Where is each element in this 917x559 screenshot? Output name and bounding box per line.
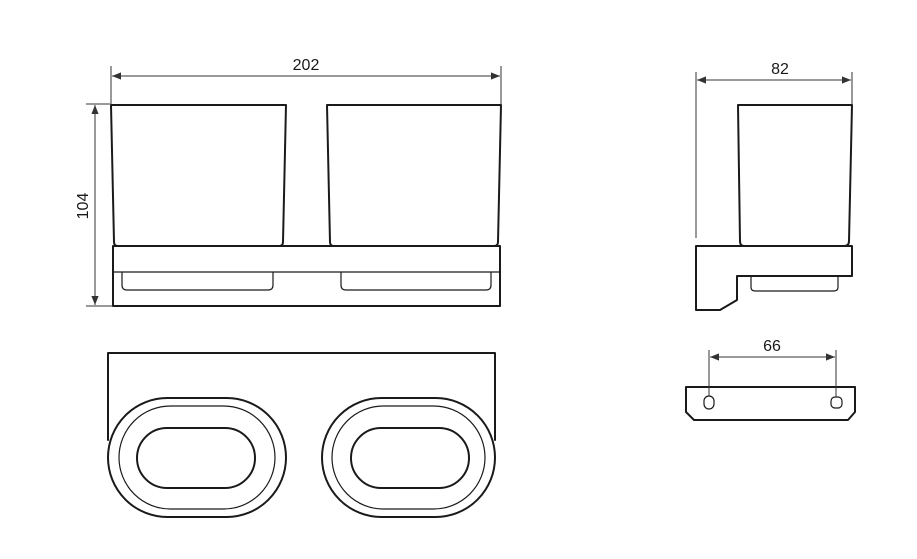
width-dimension: 202: [110, 57, 502, 104]
left-mounting-slot: [703, 395, 715, 410]
back-plate-view: [685, 386, 856, 421]
front-view: [110, 104, 502, 307]
side-cup-recess: [750, 276, 839, 292]
left-ring-inner: [118, 405, 276, 510]
mount-spacing-label: 66: [763, 338, 781, 355]
mount-spacing-dimension: 66: [708, 338, 837, 397]
right-opening: [350, 427, 470, 489]
right-tumbler: [326, 104, 502, 247]
right-ring-outer: [321, 397, 496, 518]
width-dimension-label: 202: [293, 57, 320, 74]
back-plate: [685, 386, 856, 421]
side-bracket: [695, 245, 853, 311]
depth-dimension: 82: [695, 61, 853, 238]
side-view: [695, 104, 853, 311]
right-mounting-slot: [830, 396, 843, 409]
holder-body: [112, 245, 501, 307]
depth-dimension-label: 82: [771, 61, 789, 78]
right-cup-recess: [340, 272, 492, 291]
left-ring-outer: [107, 397, 287, 518]
top-view: [107, 352, 496, 518]
height-dimension-label: 104: [75, 193, 92, 220]
left-cup-recess: [121, 272, 274, 291]
height-dimension: 104: [75, 103, 112, 307]
side-tumbler: [737, 104, 853, 247]
left-tumbler: [110, 104, 287, 247]
right-ring-inner: [331, 405, 486, 510]
left-opening: [136, 427, 256, 489]
wall-plate-top: [107, 352, 496, 441]
